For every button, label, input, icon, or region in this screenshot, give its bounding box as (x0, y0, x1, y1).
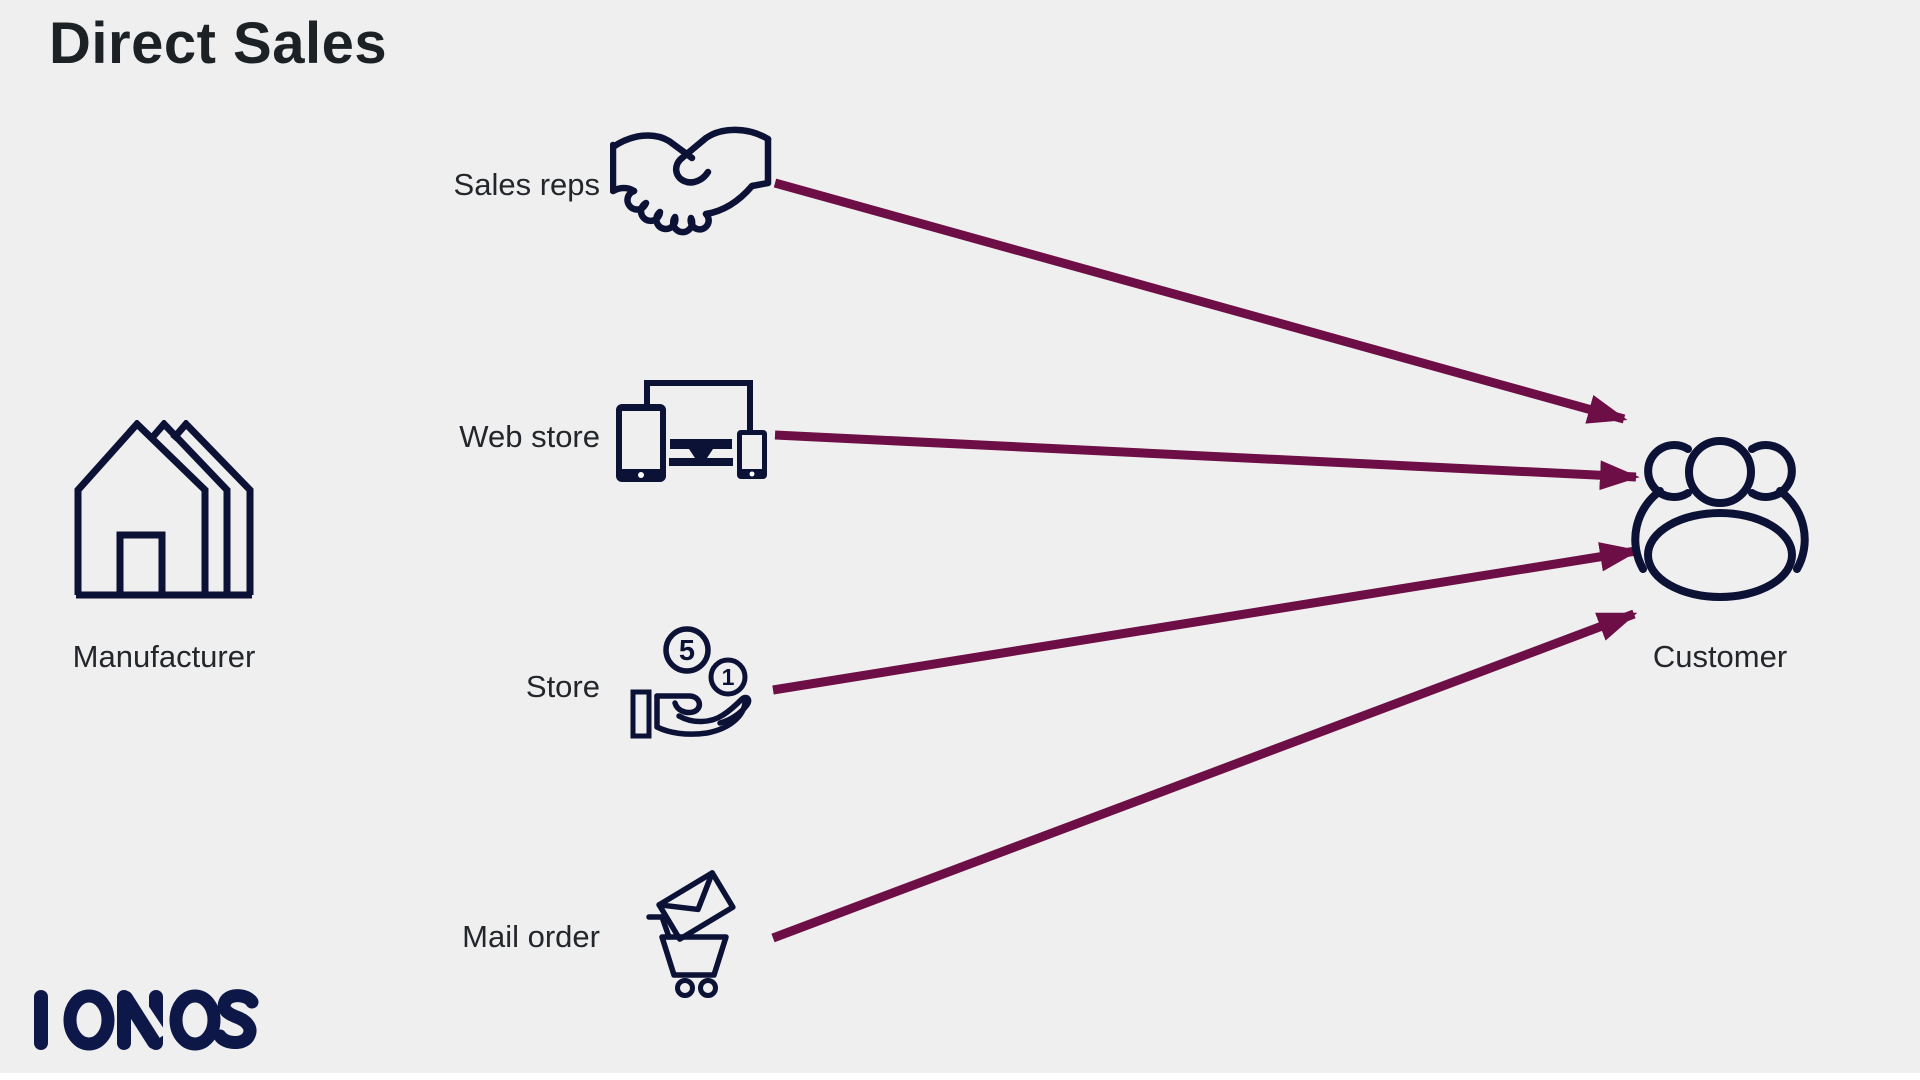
handshake-icon (610, 126, 772, 236)
arrow-mail-order-to-customer (771, 609, 1638, 943)
ionos-logo-text: IONOS (0, 0, 1, 1)
channel-label-mail-order: Mail order (462, 919, 600, 954)
coin-value-large: 5 (679, 635, 695, 667)
hand-receiving-coins-icon: 5 1 (630, 626, 752, 739)
channel-label-store: Store (525, 669, 600, 704)
customer-label: Customer (1652, 639, 1788, 674)
envelope-icon (656, 870, 736, 942)
page-title: Direct Sales (49, 11, 388, 76)
customer-group-icon (1631, 437, 1809, 601)
factory-house-icon (74, 420, 254, 599)
phone-icon (737, 430, 767, 479)
ionos-logo (34, 988, 259, 1051)
cart-with-envelope-icon (646, 870, 736, 998)
bottom-white-strip (0, 1073, 1920, 1080)
arrow-sales-reps-to-customer (773, 178, 1628, 424)
devices-icon (616, 380, 767, 482)
manufacturer-label: Manufacturer (72, 639, 256, 674)
tablet-icon (616, 404, 666, 482)
arrow-web-store-to-customer (774, 430, 1640, 491)
coin-value-small: 1 (722, 664, 735, 690)
arrow-store-to-customer (772, 542, 1640, 695)
channel-label-web-store: Web store (459, 419, 600, 454)
channel-label-sales-reps: Sales reps (453, 167, 600, 202)
